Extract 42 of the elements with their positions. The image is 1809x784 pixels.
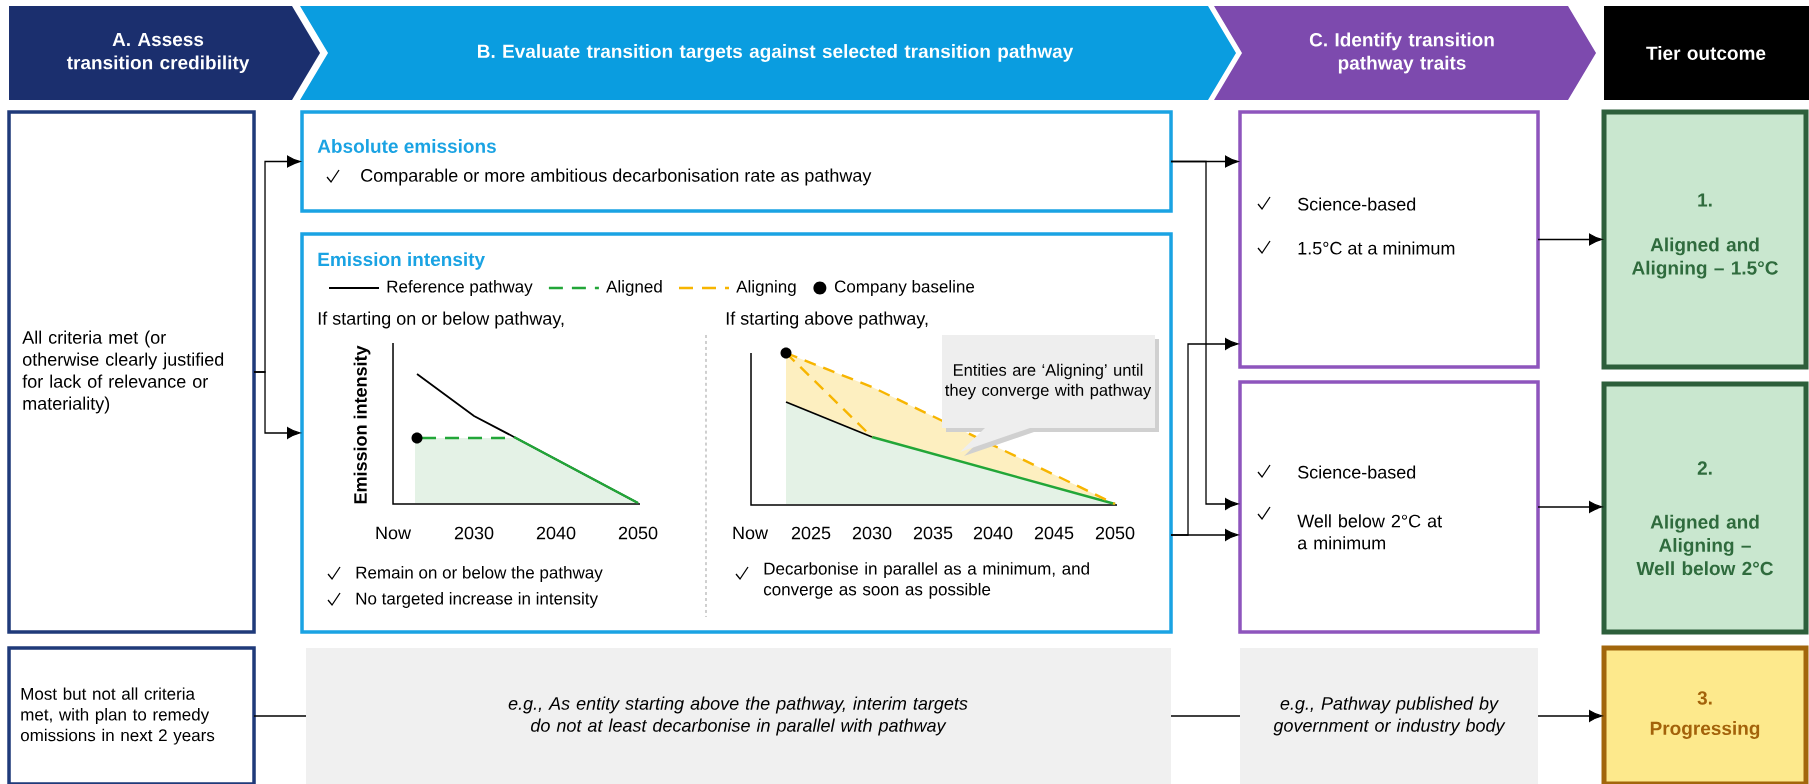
legend-text: Reference pathway <box>387 280 533 296</box>
target-box: Absolute emissions Comparable or more ambitious decarbonisation rate as pathway <box>300 110 1173 213</box>
caption-text: If starting above pathway, <box>726 311 928 329</box>
axis-label: Emission intensity <box>353 345 371 504</box>
tick-label: 2040 <box>973 526 1013 540</box>
connector-arrow <box>1537 710 1603 722</box>
legend-text: Aligned <box>606 280 662 296</box>
tick-label: Now <box>376 526 412 540</box>
tick-label: 2035 <box>913 526 953 540</box>
tick-label: 2030 <box>454 526 494 540</box>
example-box: e.g., Pathway published by government or industry body <box>1240 648 1538 784</box>
connector-arrow <box>1537 501 1603 513</box>
tier-box: 1. Aligned and Aligning – 1.5°C <box>1601 109 1809 370</box>
tick-label: 2045 <box>1034 526 1074 540</box>
chevron-header: A. Assess transition credibility <box>9 6 320 100</box>
tick-label: 2040 <box>536 526 576 540</box>
note-text: Decarbonise in parallel as a minimum, and converge as soon as possible <box>763 562 1089 599</box>
tick-label: 2050 <box>618 526 658 540</box>
example-box: e.g., As entity starting above the pathway, interim targets do not at least decarbonise in parallel with pathway <box>306 648 1171 784</box>
chevron-header: B. Evaluate transition targets against selected transition pathway <box>300 6 1236 100</box>
criteria-box: All criteria met (or otherwise clearly justified for lack of relevance or materiality) <box>7 110 256 634</box>
callout-bubble: Entities are ‘Aligning’ until they converge with pathway <box>942 335 1159 456</box>
connector-arrow <box>1170 160 1239 510</box>
trait-box: Science-based Well below 2°C at a minimum <box>1238 380 1540 634</box>
criteria-box: Most but not all criteria met, with plan to remedy omissions in next 2 years <box>7 646 256 784</box>
connector-arrow <box>253 371 301 439</box>
legend-text: Aligning <box>736 280 796 296</box>
legend-text: Company baseline <box>834 280 975 296</box>
note-text: No targeted increase in intensity <box>356 592 598 608</box>
connector-arrow <box>1170 529 1239 541</box>
tick-label: 2025 <box>791 526 831 540</box>
header-box: Tier outcome <box>1604 6 1809 100</box>
tick-label: 2050 <box>1095 526 1135 540</box>
note-text: Remain on or below the pathway <box>356 566 603 582</box>
connector-arrow <box>1537 233 1603 246</box>
tick-label: Now <box>733 526 769 540</box>
caption-text: If starting on or below pathway, <box>318 311 564 329</box>
chevron-header: C. Identify transition pathway traits <box>1214 6 1596 100</box>
tick-label: 2030 <box>852 526 892 540</box>
trait-box: Science-based 1.5°C at a minimum <box>1238 110 1540 369</box>
tier-box: 3. Progressing <box>1601 645 1809 784</box>
tier-box: 2. Aligned and Aligning – Well below 2°C <box>1601 381 1809 635</box>
